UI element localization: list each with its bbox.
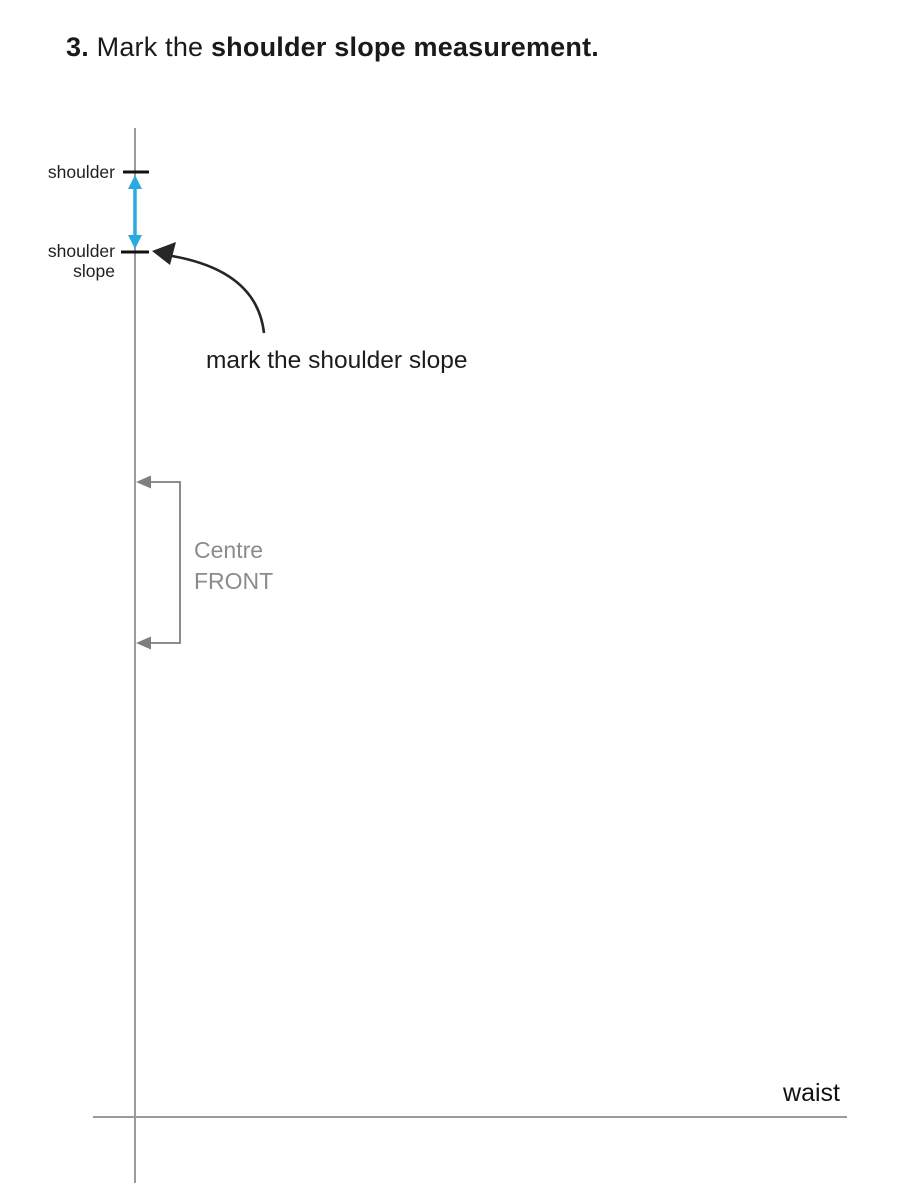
shoulder-label: shoulder <box>47 162 115 182</box>
waist-label: waist <box>783 1079 840 1107</box>
title-bold-text: shoulder slope measurement. <box>210 32 599 62</box>
title-regular-text: Mark the <box>96 32 204 62</box>
measurement-arrowhead-top <box>128 175 142 189</box>
measurement-arrowhead-bottom <box>128 235 142 249</box>
pointer-arrowhead <box>152 242 176 265</box>
centre-front-bracket <box>136 475 181 650</box>
step-number: 3. <box>66 32 89 62</box>
shoulder-slope-label: shoulder slope <box>47 241 115 281</box>
bracket-arrowhead-top <box>136 475 151 489</box>
curved-pointer-arrow-icon <box>152 242 266 334</box>
bracket-outline <box>141 481 181 644</box>
centre-front-label: Centre FRONT <box>194 537 274 594</box>
measurement-double-arrow-icon <box>128 175 142 249</box>
bracket-arrowhead-bottom <box>136 636 151 650</box>
annotation-text: mark the shoulder slope <box>206 347 468 374</box>
page-title: 3. Mark the shoulder slope measurement. <box>66 32 599 63</box>
pointer-arrow-curve <box>171 254 266 334</box>
